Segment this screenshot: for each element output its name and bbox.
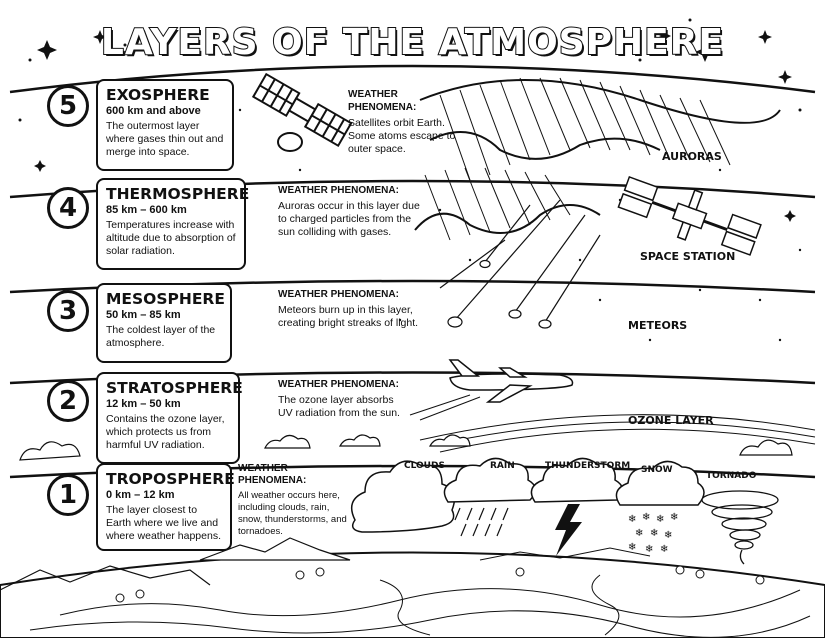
satellite-illustration <box>251 72 353 152</box>
layer-card-exosphere: EXOSPHERE 600 km and above The outermost… <box>96 79 234 171</box>
weather-text: Meteors burn up in this layer, creating … <box>278 304 419 329</box>
layer-name: MESOSPHERE <box>106 290 225 308</box>
weather-heading: WEATHER PHENOMENA: <box>278 185 399 196</box>
weather-text: Auroras occur in this layer due to charg… <box>278 200 420 238</box>
weather-heading: WEATHER PHENOMENA: <box>278 289 399 300</box>
layer-range: 85 km – 600 km <box>106 204 187 216</box>
space-station-label: SPACE STATION <box>640 250 736 263</box>
weather-heading: WEATHER PHENOMENA: <box>348 89 417 113</box>
weather-text: All weather occurs here, including cloud… <box>238 490 347 537</box>
weather-heading: WEATHER PHENOMENA: <box>278 379 399 390</box>
weather-snow-icon: ❄❄❄❄ ❄❄❄ ❄❄❄ <box>615 460 705 555</box>
layer-description: The coldest layer of the atmosphere. <box>106 324 216 349</box>
svg-text:❄: ❄ <box>650 528 658 539</box>
weather-phenomena-stratosphere: WEATHER PHENOMENA: The ozone layer absor… <box>278 378 408 420</box>
layer-3-number: 3 <box>47 290 89 332</box>
layer-name: TROPOSPHERE <box>106 470 235 488</box>
svg-text:❄: ❄ <box>628 514 636 525</box>
layer-name: THERMOSPHERE <box>106 185 250 203</box>
stars <box>18 18 802 342</box>
layer-range: 0 km – 12 km <box>106 489 175 501</box>
layer-5-number: 5 <box>47 85 89 127</box>
weather-tornado-icon <box>701 490 779 565</box>
layer-description: The layer closest to Earth where we live… <box>106 504 221 542</box>
layer-range: 50 km – 85 km <box>106 309 181 321</box>
rain-label: RAIN <box>490 461 515 471</box>
weather-rain-icon <box>443 457 537 537</box>
layer-card-thermosphere: THERMOSPHERE 85 km – 600 km Temperatures… <box>96 178 250 270</box>
weather-phenomena-thermosphere: WEATHER PHENOMENA: Auroras occur in this… <box>278 184 428 239</box>
stratosphere-clouds <box>19 434 793 461</box>
svg-text:❄: ❄ <box>645 544 653 555</box>
snow-label: SNOW <box>641 465 673 475</box>
svg-text:❄: ❄ <box>656 514 664 525</box>
layer-card-mesosphere: MESOSPHERE 50 km – 85 km The coldest lay… <box>96 283 232 363</box>
layer-card-stratosphere: STRATOSPHERE 12 km – 50 km Contains the … <box>96 372 243 464</box>
layer-card-troposphere: TROPOSPHERE 0 km – 12 km The layer close… <box>96 463 235 551</box>
tornado-label: TORNADO <box>706 471 757 481</box>
clouds-label: CLOUDS <box>404 461 445 471</box>
airplane-illustration <box>409 359 574 421</box>
layer-4-number: 4 <box>47 187 89 229</box>
space-station-illustration <box>617 176 762 256</box>
layer-description: Temperatures increase with altitude due … <box>106 219 236 257</box>
ozone-layer-label: OZONE LAYER <box>628 414 714 427</box>
meteors-label: METEORS <box>628 319 688 332</box>
auroras-label: AURORAS <box>662 150 722 163</box>
layer-range: 12 km – 50 km <box>106 398 181 410</box>
layer-name: STRATOSPHERE <box>106 379 243 397</box>
weather-phenomena-troposphere: WEATHER PHENOMENA: All weather occurs he… <box>238 463 350 538</box>
layer-description: The outermost layer where gases thin out… <box>106 120 224 158</box>
weather-thunderstorm-icon <box>530 457 624 556</box>
meteors-illustration <box>439 199 601 329</box>
weather-text: The ozone layer absorbs UV radiation fro… <box>278 394 400 419</box>
weather-heading: WEATHER PHENOMENA: <box>238 463 307 486</box>
layer-description: Contains the ozone layer, which protects… <box>106 413 225 451</box>
layer-2-number: 2 <box>47 380 89 422</box>
earth-surface <box>0 537 825 638</box>
layer-range: 600 km and above <box>106 105 201 117</box>
ozone-layer-arcs <box>419 414 816 453</box>
thunderstorm-label: THUNDERSTORM <box>545 461 631 471</box>
weather-phenomena-exosphere: WEATHER PHENOMENA: Satellites orbit Eart… <box>348 88 466 156</box>
layer-name: EXOSPHERE <box>106 86 210 104</box>
page-title: LAYERS OF THE ATMOSPHERE <box>100 21 725 64</box>
svg-text:❄: ❄ <box>635 528 643 539</box>
weather-clouds-icon <box>350 460 456 533</box>
svg-text:❄: ❄ <box>628 542 636 553</box>
svg-text:❄: ❄ <box>670 512 678 523</box>
weather-phenomena-mesosphere: WEATHER PHENOMENA: Meteors burn up in th… <box>278 288 426 330</box>
svg-text:❄: ❄ <box>660 544 668 555</box>
weather-text: Satellites orbit Earth. Some atoms escap… <box>348 117 456 155</box>
svg-text:❄: ❄ <box>664 530 672 541</box>
aurora-illustration <box>414 77 781 241</box>
layer-1-number: 1 <box>47 474 89 516</box>
svg-text:❄: ❄ <box>642 512 650 523</box>
